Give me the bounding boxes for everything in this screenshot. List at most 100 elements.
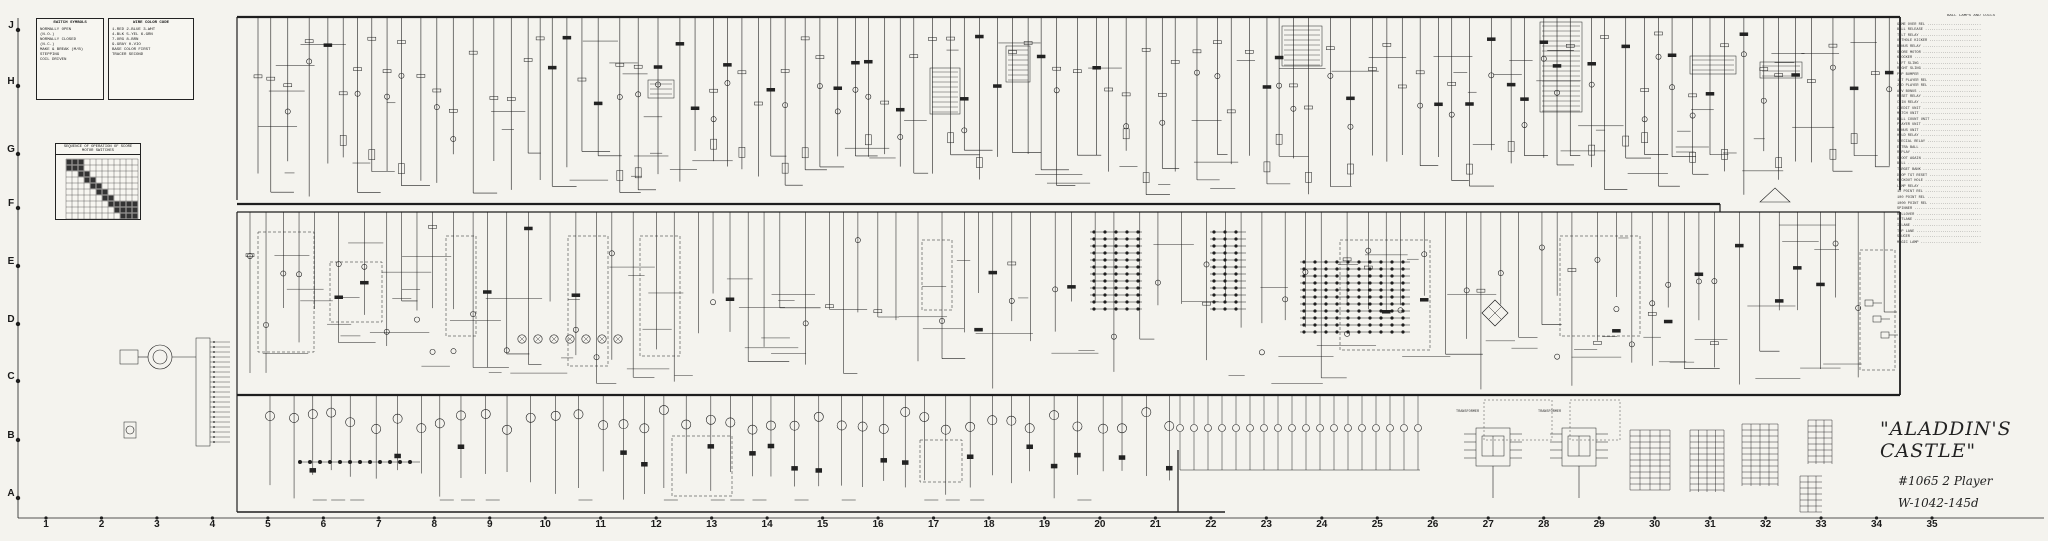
- lamp-chart-line: GAME OVER REL .........................: [1897, 22, 1982, 27]
- column-label: 30: [1649, 519, 1661, 530]
- column-label: 23: [1260, 519, 1272, 530]
- switch-legend-line: STEPPING: [40, 53, 60, 57]
- transformer-label: TRANSFORMER: [1538, 410, 1562, 414]
- lamp-chart-line: MATCH UNIT ............................: [1897, 112, 1982, 117]
- game-title: "ALADDIN'S CASTLE": [1880, 418, 2012, 462]
- row-label-d: D: [7, 314, 15, 325]
- wire-legend-line: TRACER SECOND: [112, 53, 144, 57]
- row-label-h: H: [7, 76, 15, 87]
- column-label: 31: [1704, 519, 1716, 530]
- wire-legend-title: WIRE COLOR CODE: [132, 21, 169, 25]
- lamp-chart-line: SPINNER ...............................: [1897, 207, 1982, 212]
- transformer-label: TRANSFORMER: [1456, 410, 1480, 414]
- lamp-chart-line: 10 POINT REL ..........................: [1897, 190, 1982, 195]
- lamp-chart-line: ROLLOVER ..............................: [1897, 212, 1982, 217]
- row-label-c: C: [7, 371, 15, 382]
- model-number: #1065 2 Player: [1898, 474, 1993, 488]
- lamp-chart-line: HOLD RELAY ............................: [1897, 134, 1982, 139]
- lamp-chart-line: SHOOT AGAIN ...........................: [1897, 156, 1982, 161]
- switch-legend-line: MAKE & BREAK (M/B): [40, 48, 84, 52]
- wire-legend-line: 4-BLK 5-YEL 6-GRN: [112, 33, 153, 37]
- switch-legend-line: (N.C.): [40, 43, 55, 47]
- lamp-chart-line: RIGHT SLING ...........................: [1897, 67, 1982, 72]
- row-label-j: J: [8, 20, 14, 31]
- column-label: 28: [1538, 519, 1550, 530]
- column-label: 6: [320, 519, 327, 530]
- wire-legend-line: 7-ORG 8-BRN: [112, 38, 139, 42]
- wire-legend-line: 1-RED 2-BLUE 3-WHT: [112, 28, 156, 32]
- column-label: 35: [1926, 519, 1938, 530]
- column-label: 19: [1038, 519, 1051, 530]
- column-label: 1: [43, 519, 49, 530]
- lamp-chart-line: SCORE MOTOR ...........................: [1897, 50, 1982, 55]
- lamp-chart-line: POP BUMPER ............................: [1897, 72, 1982, 77]
- lamp-chart-line: 1ST PLAYER REL ........................: [1897, 78, 1982, 83]
- switch-legend-line: COIL DRIVEN: [40, 58, 67, 62]
- column-label: 11: [595, 519, 606, 530]
- lamp-chart-line: 100 POINT REL .........................: [1897, 196, 1982, 200]
- column-label: 12: [650, 519, 662, 530]
- lamp-chart-line: KICKOUT HOLE ..........................: [1897, 179, 1982, 184]
- column-label: 33: [1815, 519, 1827, 530]
- lamp-chart-line: DROP TGT RESET ........................: [1897, 173, 1982, 178]
- lamp-chart-line: BONUS RELAY ...........................: [1897, 44, 1982, 49]
- row-label-g: G: [7, 144, 15, 155]
- column-label: 20: [1094, 519, 1106, 530]
- column-label: 5: [265, 519, 271, 530]
- lamp-chart-line: CREDIT UNIT ...........................: [1897, 106, 1982, 111]
- switch-legend-line: (N.O.): [40, 33, 55, 37]
- lamp-chart-line: BALL RELEASE ..........................: [1897, 28, 1982, 33]
- row-label-e: E: [7, 256, 15, 267]
- lamp-chart-line: OUTLANE ...............................: [1897, 218, 1982, 223]
- wire-color-legend: WIRE COLOR CODE 1-RED 2-BLUE 3-WHT 4-BLK…: [108, 18, 194, 100]
- column-label: 13: [706, 519, 718, 530]
- column-label: 15: [817, 519, 829, 530]
- column-label: 22: [1205, 519, 1217, 530]
- lamp-chart-line: EXTRA BALL ............................: [1897, 145, 1982, 150]
- lamp-chart-line: BALL COUNT UNIT .......................: [1897, 117, 1982, 122]
- lamp-chart-line: INLANE ................................: [1897, 223, 1982, 228]
- column-label: 4: [209, 519, 216, 530]
- column-label: 32: [1760, 519, 1772, 530]
- sequence-grid: [65, 158, 139, 220]
- lamp-chart-line: PLAYER UNIT ...........................: [1897, 123, 1982, 128]
- row-label-f: F: [7, 198, 15, 209]
- column-label: 24: [1316, 519, 1328, 530]
- lamp-chart-line: KNOCKER ...............................: [1897, 56, 1982, 61]
- column-label: 34: [1870, 519, 1883, 530]
- score-motor-sequence-chart: SEQUENCE OF OPERATION OF SCORE MOTOR SWI…: [55, 143, 141, 220]
- lamp-coil-chart: BALL LAMPS AND COILS GAME OVER REL .....…: [1897, 14, 2045, 254]
- lamp-chart-line: COIN RELAY ............................: [1897, 100, 1982, 105]
- column-label: 9: [486, 519, 493, 530]
- column-label: 7: [376, 519, 382, 530]
- column-label: 29: [1593, 519, 1605, 530]
- column-label: 18: [983, 519, 995, 530]
- lamp-chart-line: ADV BONUS .............................: [1897, 89, 1982, 94]
- column-label: 2: [98, 519, 105, 530]
- lamp-chart-line: TILT RELAY ............................: [1897, 33, 1982, 38]
- column-label: 14: [761, 519, 773, 530]
- column-label: 25: [1371, 519, 1383, 530]
- lamp-chart-line: SPECIAL RELAY .........................: [1897, 140, 1982, 145]
- switch-symbols-legend: SWITCH SYMBOLS NORMALLY OPEN (N.O.) NORM…: [36, 18, 104, 100]
- wire-legend-line: 9-GRAY 0-VIO: [112, 43, 141, 47]
- title-block: "ALADDIN'S CASTLE" #1065 2 Player W-1042…: [1880, 418, 2040, 510]
- column-label: 27: [1482, 519, 1494, 530]
- lamp-chart-line: 2ND PLAYER REL ........................: [1897, 84, 1982, 89]
- sequence-chart-title: SEQUENCE OF OPERATION OF SCORE MOTOR SWI…: [56, 144, 140, 155]
- row-label-a: A: [7, 488, 15, 499]
- column-label: 16: [872, 519, 884, 530]
- lamp-chart-line: TARGET BANK ...........................: [1897, 168, 1982, 173]
- column-label: 21: [1149, 519, 1161, 530]
- lamp-chart-line: MAGIC LAMP ............................: [1897, 240, 1982, 245]
- column-label: 10: [539, 519, 551, 530]
- lamp-chart-line: BELL ..................................: [1897, 162, 1982, 167]
- row-label-b: B: [7, 430, 15, 441]
- lamp-chart-line: SAUCER ................................: [1897, 235, 1982, 240]
- drawing-number: W-1042-145d: [1898, 496, 1979, 510]
- lamp-chart-line: BONUS UNIT ............................: [1897, 128, 1982, 133]
- lamp-chart-title: BALL LAMPS AND COILS: [1946, 14, 1995, 18]
- column-label: 26: [1427, 519, 1439, 530]
